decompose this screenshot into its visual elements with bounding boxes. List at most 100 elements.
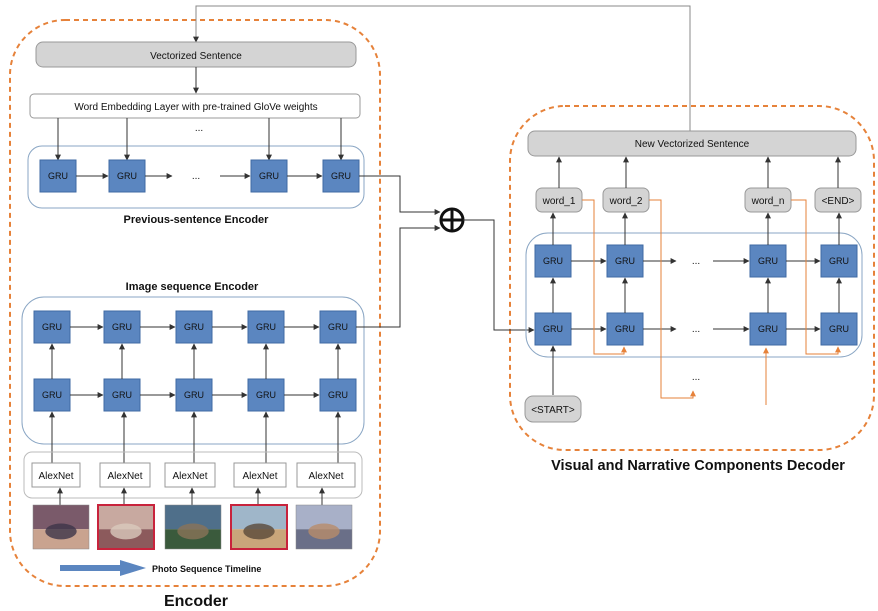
- gru-cell: [606, 244, 644, 278]
- sentence-feedback-line: [193, 5, 691, 131]
- photo-to-alexnet-arrows: [57, 487, 325, 505]
- photo-thumbnail: [97, 504, 155, 550]
- gru-cell: [319, 310, 357, 344]
- new-vectorized-sentence-label: New Vectorized Sentence: [635, 139, 750, 150]
- decoder-ellipsis-mid: ...: [692, 324, 700, 335]
- decoder-feedback-arrows: [582, 199, 841, 405]
- embedding-layer-label: Word Embedding Layer with pre-trained Gl…: [74, 102, 317, 113]
- gru-label: GRU: [829, 324, 849, 334]
- gru-labels: GRU GRU GRU GRU GRU GRU GRU GRU GRU GRU GRU GRU GRU G…: [42, 171, 849, 400]
- gru-label: GRU: [184, 390, 204, 400]
- alexnet-container: [23, 451, 363, 499]
- gru-cell: [534, 244, 572, 278]
- timeline-label: Photo Sequence Timeline: [152, 564, 261, 574]
- gru-label: GRU: [112, 322, 132, 332]
- decoder-arrows: [550, 212, 842, 395]
- gru-cell: [250, 159, 288, 193]
- gru-cell: [175, 378, 213, 412]
- gru-cell: [247, 310, 285, 344]
- decoder-title: Visual and Narrative Components Decoder: [551, 458, 845, 474]
- start-token-box: [524, 395, 582, 423]
- embed-to-gru-arrows: [55, 118, 344, 161]
- prev-encoder-to-concat: [359, 175, 441, 215]
- gru-cell: [322, 159, 360, 193]
- gru-label: GRU: [42, 322, 62, 332]
- image-encoder-arrows: [49, 324, 341, 463]
- output-to-sentence-arrows: [556, 156, 841, 188]
- alexnet-box: [31, 462, 81, 488]
- gru-cell: [33, 310, 71, 344]
- decoder-container: [509, 105, 875, 451]
- photo-sequence: [32, 504, 353, 550]
- image-encoder-to-concat: [356, 225, 441, 328]
- gru-label: GRU: [829, 256, 849, 266]
- gru-label: GRU: [42, 390, 62, 400]
- output-word-1: word_1: [542, 196, 576, 207]
- gru-label: GRU: [48, 171, 68, 181]
- embedding-layer-box: [29, 93, 361, 119]
- alexnet-label: AlexNet: [38, 471, 73, 482]
- gru-cell: [820, 244, 858, 278]
- concat-node-icon: [439, 207, 465, 233]
- photo-thumbnail: [164, 504, 222, 550]
- alexnet-box: [296, 462, 356, 488]
- gru-label: GRU: [758, 256, 778, 266]
- prev-encoder-ellipsis: ...: [192, 171, 200, 182]
- gru-label: GRU: [328, 390, 348, 400]
- gru-cell: [175, 310, 213, 344]
- image-encoder-grus: [33, 310, 357, 412]
- gru-label: GRU: [758, 324, 778, 334]
- vectorized-sentence-label: Vectorized Sentence: [150, 51, 242, 62]
- alexnet-label: AlexNet: [242, 471, 277, 482]
- encoder-container: [9, 19, 381, 587]
- alexnet-label: AlexNet: [308, 471, 343, 482]
- output-word-2: word_2: [609, 196, 643, 207]
- alexnet-boxes: [31, 462, 356, 488]
- gru-cell: [749, 312, 787, 346]
- start-token-label: <START>: [531, 405, 575, 416]
- gru-label: GRU: [112, 390, 132, 400]
- gru-label: GRU: [543, 256, 563, 266]
- gru-cell: [606, 312, 644, 346]
- alexnet-box: [99, 462, 151, 488]
- alexnet-box: [233, 462, 287, 488]
- gru-label: GRU: [615, 324, 635, 334]
- alexnet-label: AlexNet: [107, 471, 142, 482]
- gru-label: GRU: [256, 322, 276, 332]
- alexnet-labels: AlexNet AlexNet AlexNet AlexNet AlexNet: [38, 471, 343, 482]
- gru-label: GRU: [615, 256, 635, 266]
- photo-thumbnail: [230, 504, 288, 550]
- new-vectorized-sentence-box: [527, 130, 857, 157]
- gru-label: GRU: [117, 171, 137, 181]
- decoder-ellipsis-bottom: ...: [692, 372, 700, 383]
- encoder-title: Encoder: [164, 593, 228, 610]
- embedding-ellipsis: ...: [195, 123, 203, 134]
- gru-label: GRU: [543, 324, 563, 334]
- timeline-arrow: [60, 560, 146, 576]
- gru-cell: [247, 378, 285, 412]
- photo-thumbnail: [295, 504, 353, 550]
- image-encoder-title: Image sequence Encoder: [126, 281, 259, 293]
- gru-label: GRU: [184, 322, 204, 332]
- gru-label: GRU: [331, 171, 351, 181]
- decoder-gru-container: [525, 232, 863, 358]
- gru-label: GRU: [256, 390, 276, 400]
- gru-cell: [749, 244, 787, 278]
- alexnet-label: AlexNet: [172, 471, 207, 482]
- concat-to-decoder: [463, 219, 535, 333]
- decoder-ellipsis-top: ...: [692, 256, 700, 267]
- gru-label: GRU: [259, 171, 279, 181]
- photo-thumbnail: [32, 504, 90, 550]
- prev-encoder-grus: [39, 159, 360, 193]
- prev-encoder-container: [27, 145, 365, 209]
- prev-encoder-title: Previous-sentence Encoder: [124, 214, 270, 226]
- output-end: <END>: [822, 196, 855, 207]
- output-word-n: word_n: [751, 196, 785, 207]
- decoder-grus: [534, 244, 858, 346]
- text-labels: Vectorized Sentence Word Embedding Layer…: [74, 51, 854, 610]
- image-encoder-container: [21, 296, 365, 445]
- gru-cell: [39, 159, 77, 193]
- gru-cell: [319, 378, 357, 412]
- gru-label: GRU: [328, 322, 348, 332]
